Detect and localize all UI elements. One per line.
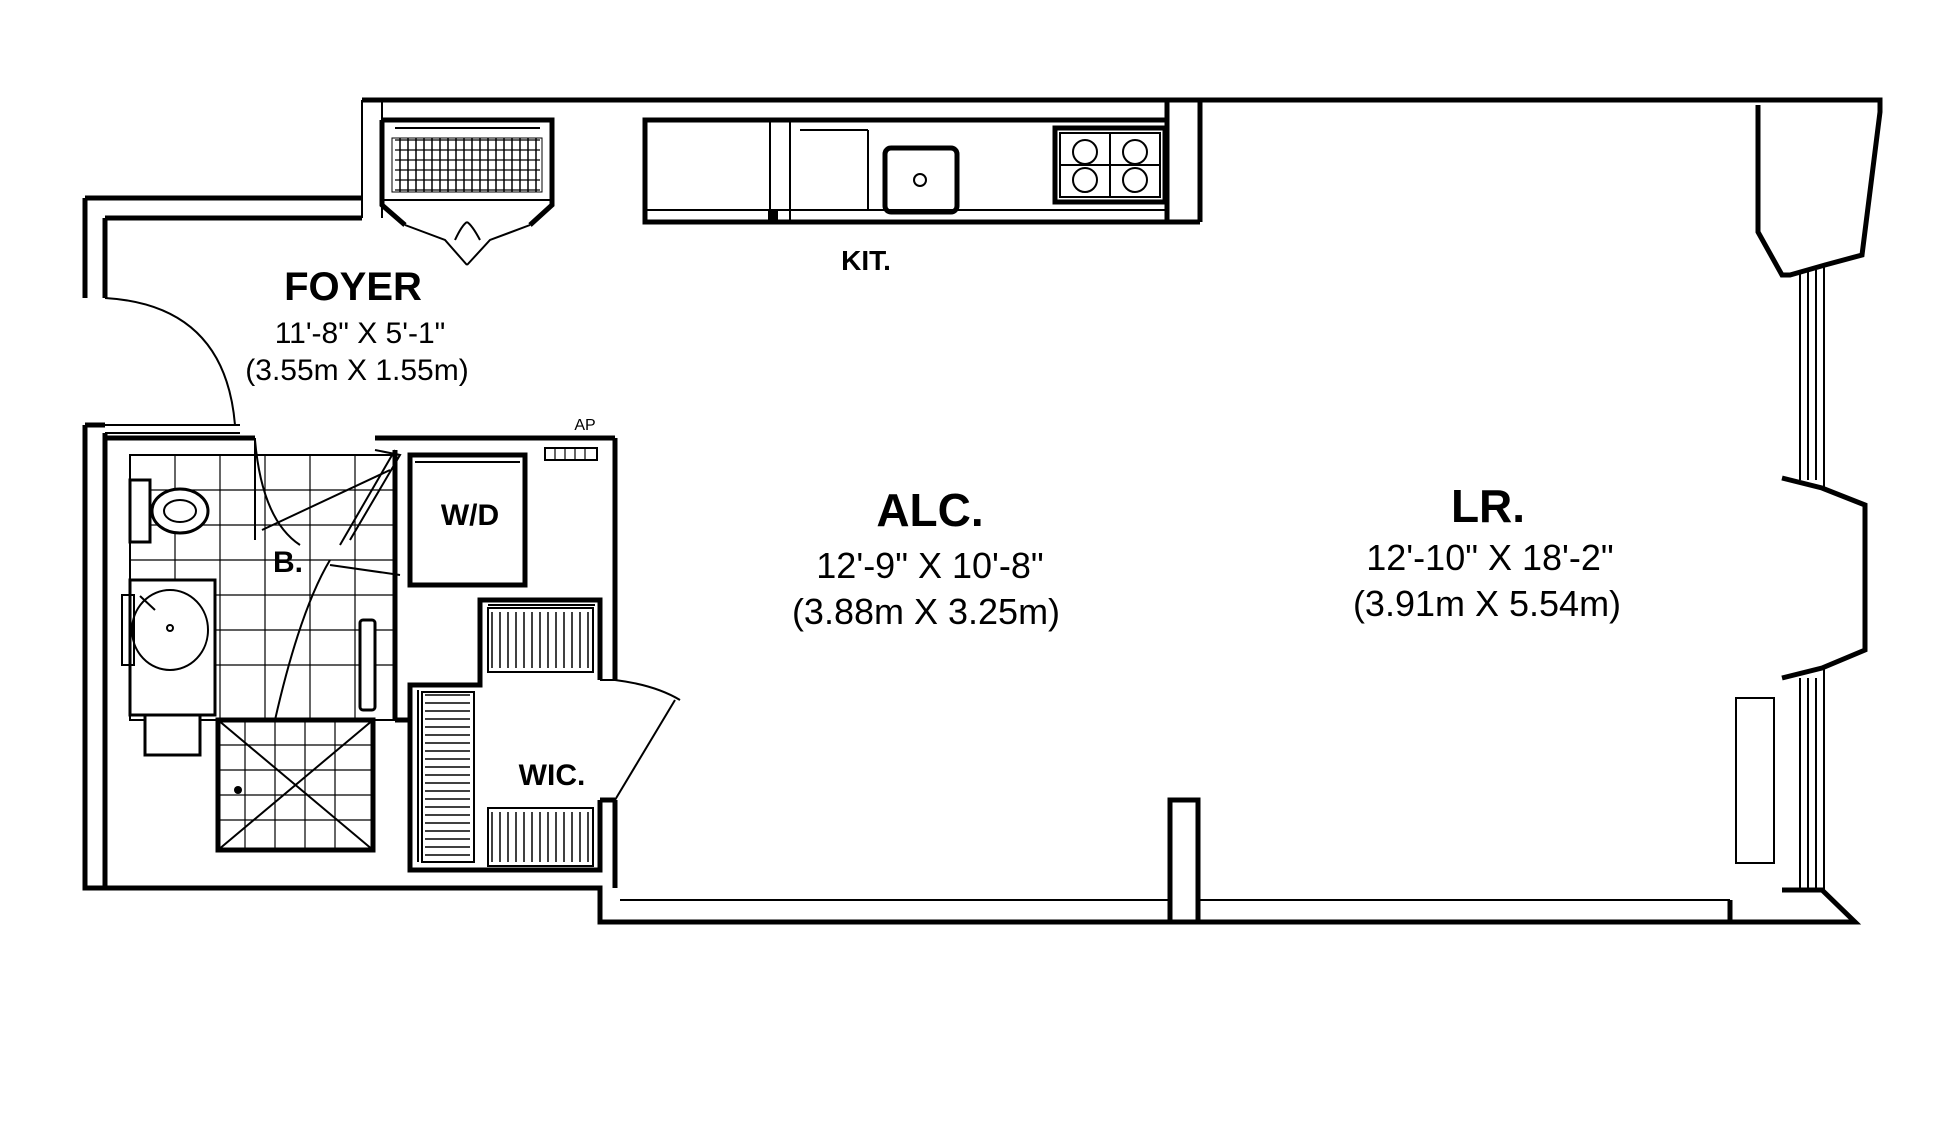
living-room-dim-metric: (3.91m X 5.54m) — [1353, 583, 1621, 624]
windows — [1735, 265, 1825, 890]
washer-dryer-name: W/D — [441, 499, 499, 532]
foyer-dim-imperial: 11'-8" X 5'-1" — [275, 317, 446, 350]
alcove-label-group: ALC. 12'-9" X 10'-8" (3.88m X 3.25m) — [792, 484, 1060, 632]
bathroom — [102, 433, 618, 888]
living-room-dim-imperial: 12'-10" X 18'-2" — [1366, 537, 1613, 578]
kitchen-name: KIT. — [841, 245, 891, 276]
foyer-dim-metric: (3.55m X 1.55m) — [245, 354, 468, 387]
stove — [1059, 132, 1161, 198]
alcove-name: ALC. — [876, 484, 983, 536]
alcove-dim-metric: (3.88m X 3.25m) — [792, 591, 1060, 632]
walk-in-closet — [395, 597, 681, 888]
bathroom-name: B. — [273, 546, 303, 579]
toilet — [128, 478, 210, 544]
shower — [215, 717, 376, 853]
vanity-sink — [121, 578, 217, 757]
walk-in-closet-name: WIC. — [519, 759, 586, 792]
washer-dryer — [339, 449, 528, 588]
foyer-name: FOYER — [284, 265, 422, 309]
living-room-name: LR. — [1451, 480, 1525, 532]
living-room-label-group: LR. 12'-10" X 18'-2" (3.91m X 5.54m) — [1353, 480, 1621, 624]
access-panel — [544, 447, 598, 461]
kitchen-sink — [882, 145, 960, 215]
foyer-closet — [379, 117, 555, 266]
kitchen-counter — [642, 100, 1203, 225]
partition-pier — [1167, 797, 1201, 922]
foyer-label-group: FOYER 11'-8" X 5'-1" (3.55m X 1.55m) — [245, 265, 468, 387]
access-panel-label: AP — [574, 417, 595, 434]
exterior-walls — [82, 97, 1883, 925]
alcove-dim-imperial: 12'-9" X 10'-8" — [816, 545, 1043, 586]
entry-door — [104, 297, 240, 434]
